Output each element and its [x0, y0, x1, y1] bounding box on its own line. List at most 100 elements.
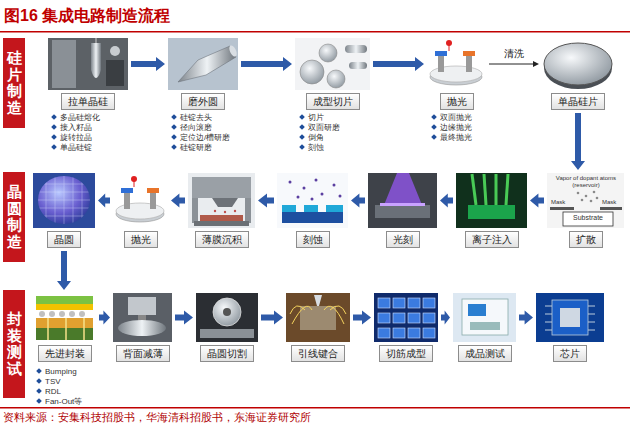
wafer-picture — [38, 176, 90, 224]
deposition-picture — [224, 211, 226, 213]
section-band: 硅片制造 — [3, 38, 25, 128]
advanced-package-picture — [39, 311, 85, 317]
etching-picture — [321, 193, 324, 196]
process-step: 磨外圆 — [168, 38, 238, 110]
chip-picture — [545, 306, 595, 330]
chip-picture — [552, 300, 588, 335]
polishing-picture — [427, 38, 486, 90]
block-arrow — [373, 57, 424, 71]
bullet-item: 倒角 — [300, 133, 324, 143]
trim-form-picture — [408, 328, 420, 338]
flow-arrow — [353, 311, 371, 325]
process-step: 先进封装 — [33, 293, 96, 362]
bullet-item: 径向滚磨 — [172, 123, 212, 133]
advanced-package-picture — [39, 311, 45, 317]
flow-arrow — [530, 194, 544, 208]
flow-arrow — [571, 113, 585, 170]
etching-picture — [277, 173, 348, 228]
trim-form-picture — [378, 298, 390, 308]
bullet-marker — [299, 134, 305, 140]
bullet-marker — [36, 368, 42, 374]
deposition-picture — [192, 177, 251, 198]
dicing-picture — [196, 293, 258, 342]
step-label: 引线键合 — [291, 345, 345, 362]
wafer-picture — [82, 176, 83, 224]
flow-arrow — [261, 311, 283, 325]
section-title: 封装测试 — [7, 311, 22, 377]
process-step: 芯片 — [536, 293, 604, 362]
bullet-text: 径向滚磨 — [180, 123, 212, 132]
block-arrow — [241, 57, 292, 71]
bullet-text: Bumping — [45, 367, 77, 376]
ion-implant-picture — [456, 173, 527, 228]
process-step: 引线键合 — [286, 293, 350, 362]
deposition-picture — [234, 210, 236, 212]
source-caption: 资料来源：安集科技招股书，华海清科招股书，东海证券研究所 — [3, 410, 311, 424]
block-arrow — [530, 194, 544, 208]
trim-form-picture — [374, 293, 438, 342]
chip-picture — [536, 293, 604, 342]
step-label: 光刻 — [386, 231, 420, 248]
step-label: 成品测试 — [458, 345, 512, 362]
trim-form-picture — [408, 313, 420, 323]
flow-arrow — [171, 194, 185, 208]
bullet-marker — [431, 114, 437, 120]
advanced-package-picture — [65, 318, 67, 340]
flow-arrow — [57, 251, 71, 290]
trim-form-picture — [423, 298, 435, 308]
final-test-picture — [462, 299, 508, 335]
flow-arrow — [98, 194, 110, 208]
crystal-puller-picture — [48, 38, 128, 90]
advanced-package-picture — [48, 318, 84, 340]
polishing-picture — [466, 55, 472, 72]
etching-picture — [282, 212, 343, 223]
chip-picture — [545, 314, 552, 315]
polishing-picture — [134, 181, 135, 187]
wafer-disk-picture — [544, 43, 612, 89]
final-test-picture — [453, 293, 516, 342]
wire-bonding-picture — [324, 306, 344, 324]
bullet-marker — [431, 124, 437, 130]
trim-form-picture — [393, 298, 405, 308]
process-step: 刻蚀 — [277, 173, 348, 248]
back-grinding-picture — [118, 320, 166, 336]
diffusion-picture — [547, 173, 624, 228]
lithography-picture — [368, 173, 437, 228]
bullet-text: RDL — [45, 387, 61, 396]
chip-picture — [545, 330, 552, 331]
deposition-picture — [194, 221, 249, 226]
polishing-picture — [113, 173, 168, 228]
flow-arrow — [519, 311, 533, 325]
lithography-picture — [375, 205, 430, 218]
trim-form-picture — [374, 293, 438, 342]
block-arrow — [351, 194, 365, 208]
diffusion-picture — [581, 199, 584, 202]
crystal-puller-picture — [106, 60, 124, 86]
wafer-slicing-picture — [300, 60, 324, 84]
arrow-label: 清洗 — [502, 48, 526, 60]
process-step: 薄膜沉积 — [188, 173, 255, 248]
crystal-puller-picture — [52, 40, 76, 88]
etching-picture — [282, 205, 343, 212]
bullet-text: 双面研磨 — [308, 123, 340, 132]
trim-form-picture — [408, 298, 420, 308]
bullet-item: 双面研磨 — [300, 123, 340, 133]
step-label: 切筋成型 — [379, 345, 433, 362]
bullet-marker — [171, 144, 177, 150]
process-step: 单晶硅片 — [542, 38, 614, 110]
diffusion-picture — [563, 212, 613, 226]
bullet-marker — [431, 134, 437, 140]
section-title: 晶圆制造 — [7, 184, 22, 250]
process-step: 切筋成型 — [374, 293, 438, 362]
bullet-marker — [51, 114, 57, 120]
diffusion-picture — [590, 200, 593, 203]
rule-line — [0, 31, 630, 33]
etching-picture — [297, 196, 300, 199]
trim-form-picture — [378, 298, 435, 338]
trim-form-picture — [393, 313, 405, 323]
bullet-marker — [171, 114, 177, 120]
deposition-picture — [200, 215, 243, 221]
ion-implant-picture — [495, 174, 498, 205]
arrow-head — [533, 61, 539, 67]
step-label: 晶圆 — [47, 231, 81, 248]
